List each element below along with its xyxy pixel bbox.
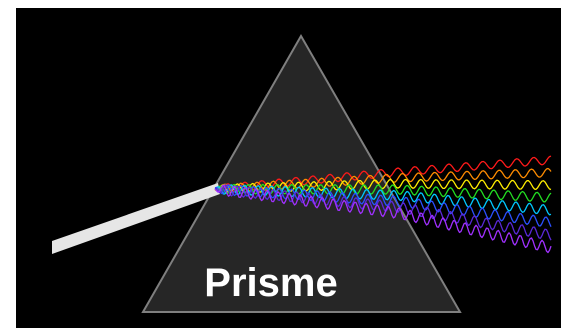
- spectrum-wave-blue: [214, 184, 552, 227]
- incident-light-beam: [52, 183, 220, 254]
- prism-triangle: [141, 33, 462, 313]
- prism-label: Prisme: [204, 261, 337, 305]
- spectrum-wave-indigo: [214, 184, 552, 241]
- spectrum-wave-red: [214, 155, 552, 192]
- spectrum-wave-violet: [214, 184, 552, 254]
- spectrum-wave-cyan: [214, 184, 552, 216]
- dispersed-spectrum: [214, 155, 552, 254]
- spectrum-wave-orange: [214, 167, 552, 193]
